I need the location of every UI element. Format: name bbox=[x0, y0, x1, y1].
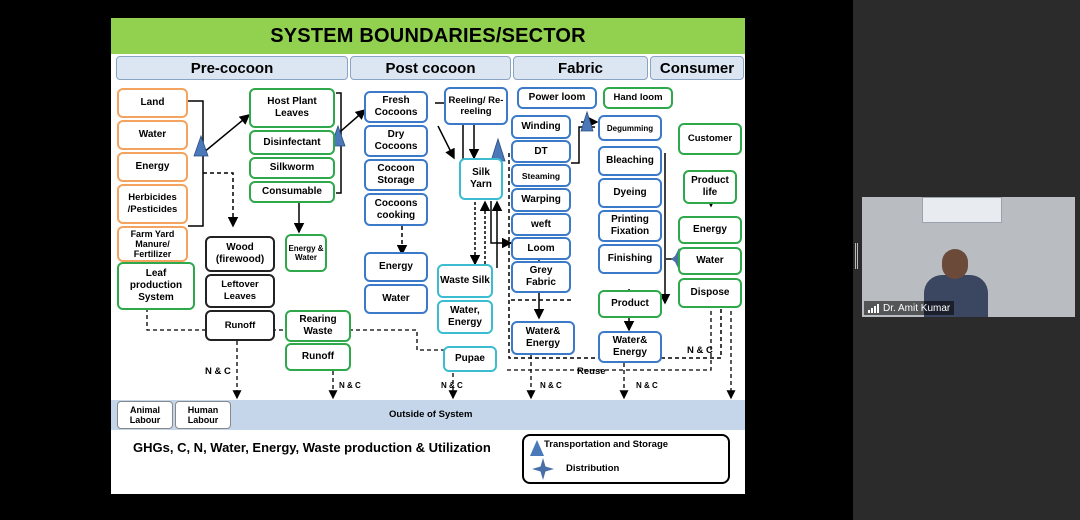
node-bleaching: Bleaching bbox=[598, 146, 662, 176]
node-hand-loom: Hand loom bbox=[603, 87, 673, 109]
node-winding: Winding bbox=[511, 115, 571, 139]
node-steaming: Steaming bbox=[511, 164, 571, 187]
presentation-slide: SYSTEM BOUNDARIES/SECTOR Pre-cocoon Post… bbox=[111, 18, 745, 494]
node-animal-labour: Animal Labour bbox=[117, 401, 173, 429]
node-cocoons-cooking: Cocoons cooking bbox=[364, 193, 428, 226]
node-product: Product bbox=[598, 290, 662, 318]
shared-screen-area: SYSTEM BOUNDARIES/SECTOR Pre-cocoon Post… bbox=[0, 0, 853, 520]
node-waste-silk: Waste Silk bbox=[437, 264, 493, 298]
node-loom: Loom bbox=[511, 237, 571, 260]
node-water-postcocoon: Water bbox=[364, 284, 428, 314]
signal-strength-icon bbox=[868, 303, 879, 313]
node-degumming: Degumming bbox=[598, 115, 662, 141]
node-land: Land bbox=[117, 88, 188, 118]
node-human-labour: Human Labour bbox=[175, 401, 231, 429]
section-header-pre-cocoon: Pre-cocoon bbox=[116, 56, 348, 80]
legend-distribution-label: Distribution bbox=[566, 463, 620, 474]
node-water-energy-finishing: Water& Energy bbox=[598, 331, 662, 363]
label-n-and-c: N & C bbox=[441, 381, 463, 390]
bottom-summary-text: GHGs, C, N, Water, Energy, Waste product… bbox=[133, 440, 491, 455]
node-product-life: Product life bbox=[683, 170, 737, 204]
node-cocoon-storage: Cocoon Storage bbox=[364, 159, 428, 191]
node-power-loom: Power loom bbox=[517, 87, 597, 109]
node-water-energy-fabric: Water& Energy bbox=[511, 321, 575, 355]
transport-triangle-icon bbox=[530, 440, 544, 456]
node-dyeing: Dyeing bbox=[598, 178, 662, 208]
label-n-and-c: N & C bbox=[540, 381, 562, 390]
panel-resize-handle[interactable] bbox=[855, 243, 858, 269]
node-water-energy-postcocoon: Water, Energy bbox=[437, 300, 493, 334]
node-energy-input: Energy bbox=[117, 152, 188, 182]
node-herbicides: Herbicides /Pesticides bbox=[117, 184, 188, 224]
legend-transport-label: Transportation and Storage bbox=[544, 439, 669, 450]
label-n-and-c: N & C bbox=[205, 366, 231, 377]
node-energy-postcocoon: Energy bbox=[364, 252, 428, 282]
node-farm-yard-manure: Farm Yard Manure/ Fertilizer bbox=[117, 226, 188, 262]
node-reeling: Reeling/ Re-reeling bbox=[444, 87, 508, 125]
node-water-input: Water bbox=[117, 120, 188, 150]
node-runoff-rearing: Runoff bbox=[285, 343, 351, 371]
slide-title-bar: SYSTEM BOUNDARIES/SECTOR bbox=[111, 18, 745, 54]
participant-head bbox=[942, 249, 968, 279]
node-dt: DT bbox=[511, 140, 571, 163]
node-printing-fixation: Printing Fixation bbox=[598, 210, 662, 242]
participant-video-tile[interactable]: Dr. Amit Kumar bbox=[862, 197, 1075, 317]
node-water-consumer: Water bbox=[678, 247, 742, 275]
label-n-and-c: N & C bbox=[636, 381, 658, 390]
node-consumable: Consumable bbox=[249, 181, 335, 203]
node-fresh-cocoons: Fresh Cocoons bbox=[364, 91, 428, 123]
node-leaf-production: Leaf production System bbox=[117, 262, 195, 310]
participant-name: Dr. Amit Kumar bbox=[883, 302, 951, 314]
node-dispose: Dispose bbox=[678, 278, 742, 308]
node-rearing-waste: Rearing Waste bbox=[285, 310, 351, 342]
outside-of-system-label: Outside of System bbox=[389, 409, 473, 420]
node-wood-firewood: Wood (firewood) bbox=[205, 236, 275, 272]
section-header-fabric: Fabric bbox=[513, 56, 648, 80]
node-weft: weft bbox=[511, 213, 571, 236]
node-leftover-leaves: Leftover Leaves bbox=[205, 274, 275, 308]
node-energy-water-precocoon: Energy & Water bbox=[285, 234, 327, 272]
node-dry-cocoons: Dry Cocoons bbox=[364, 125, 428, 157]
node-customer: Customer bbox=[678, 123, 742, 155]
video-wall-board bbox=[922, 197, 1002, 223]
node-silk-yarn: Silk Yarn bbox=[459, 158, 503, 200]
node-grey-fabric: Grey Fabric bbox=[511, 261, 571, 293]
node-pupae: Pupae bbox=[443, 346, 497, 372]
label-n-and-c: N & C bbox=[339, 381, 361, 390]
node-warping: Warping bbox=[511, 188, 571, 212]
label-n-and-c: N & C bbox=[687, 345, 713, 356]
distribution-star-icon bbox=[532, 458, 554, 480]
label-reuse: Reuse bbox=[577, 366, 606, 377]
legend: Transportation and Storage Distribution bbox=[522, 434, 730, 484]
participant-name-tag: Dr. Amit Kumar bbox=[864, 301, 955, 315]
node-disinfectant: Disinfectant bbox=[249, 130, 335, 155]
slide-title: SYSTEM BOUNDARIES/SECTOR bbox=[270, 24, 586, 47]
node-finishing: Finishing bbox=[598, 244, 662, 274]
section-header-post-cocoon: Post cocoon bbox=[350, 56, 511, 80]
node-runoff-precocoon: Runoff bbox=[205, 310, 275, 341]
section-header-consumer: Consumer bbox=[650, 56, 744, 80]
node-host-plant-leaves: Host Plant Leaves bbox=[249, 88, 335, 128]
node-energy-consumer: Energy bbox=[678, 216, 742, 244]
node-silkworm: Silkworm bbox=[249, 157, 335, 179]
